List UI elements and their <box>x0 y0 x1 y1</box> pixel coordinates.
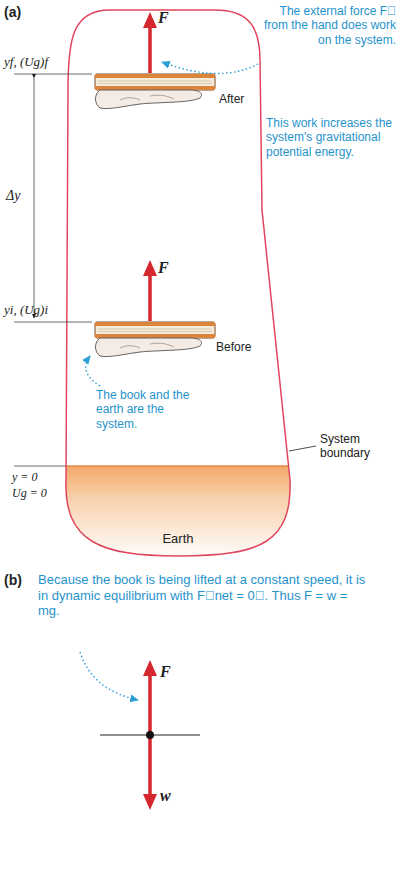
particle-dot <box>146 731 154 739</box>
displacement-label: Δy <box>6 188 30 205</box>
origin-label: Ug = 0 <box>12 486 64 500</box>
hand-lines <box>120 343 174 348</box>
force-arrow <box>143 260 157 321</box>
book-before <box>95 322 215 338</box>
book-after <box>95 74 215 90</box>
callout-text: The external force F⃗ from the hand does… <box>262 4 396 47</box>
callout-leader <box>86 356 100 386</box>
leader-line <box>289 446 316 451</box>
level-label: yi, (Ug)i <box>4 302 74 318</box>
hand-before <box>96 338 202 357</box>
state-label: After <box>219 92 255 106</box>
callout-text: The book and the earth are the system. <box>96 388 200 431</box>
origin-label: y = 0 <box>12 470 64 484</box>
node-text: Earth <box>162 531 193 554</box>
callout-leader <box>80 652 138 700</box>
hand-lines <box>120 95 174 100</box>
hand-after <box>96 90 202 109</box>
weight-arrow <box>143 735 157 810</box>
force-arrow <box>143 12 157 73</box>
earth-band <box>60 466 300 561</box>
callout-leader <box>162 62 258 74</box>
force-label: F⃗ <box>160 662 184 681</box>
force-label: F⃗ <box>158 258 182 277</box>
callout-text: Because the book is being lifted at a co… <box>38 572 368 619</box>
state-label: Before <box>216 340 258 354</box>
earth-band-node: Earth <box>70 468 286 554</box>
panel-label: (b) <box>4 572 34 589</box>
level-label: yf, (Ug)f <box>4 54 74 70</box>
boundary-label: System boundary <box>320 432 398 461</box>
force-label: w⃗ <box>160 786 184 805</box>
panel-label: (a) <box>4 4 34 21</box>
force-arrow <box>143 660 157 735</box>
reference-line <box>14 466 66 467</box>
callout-text: This work increases the system's gravita… <box>266 116 398 159</box>
force-label: F⃗ <box>158 8 182 27</box>
system-boundary <box>66 10 290 556</box>
